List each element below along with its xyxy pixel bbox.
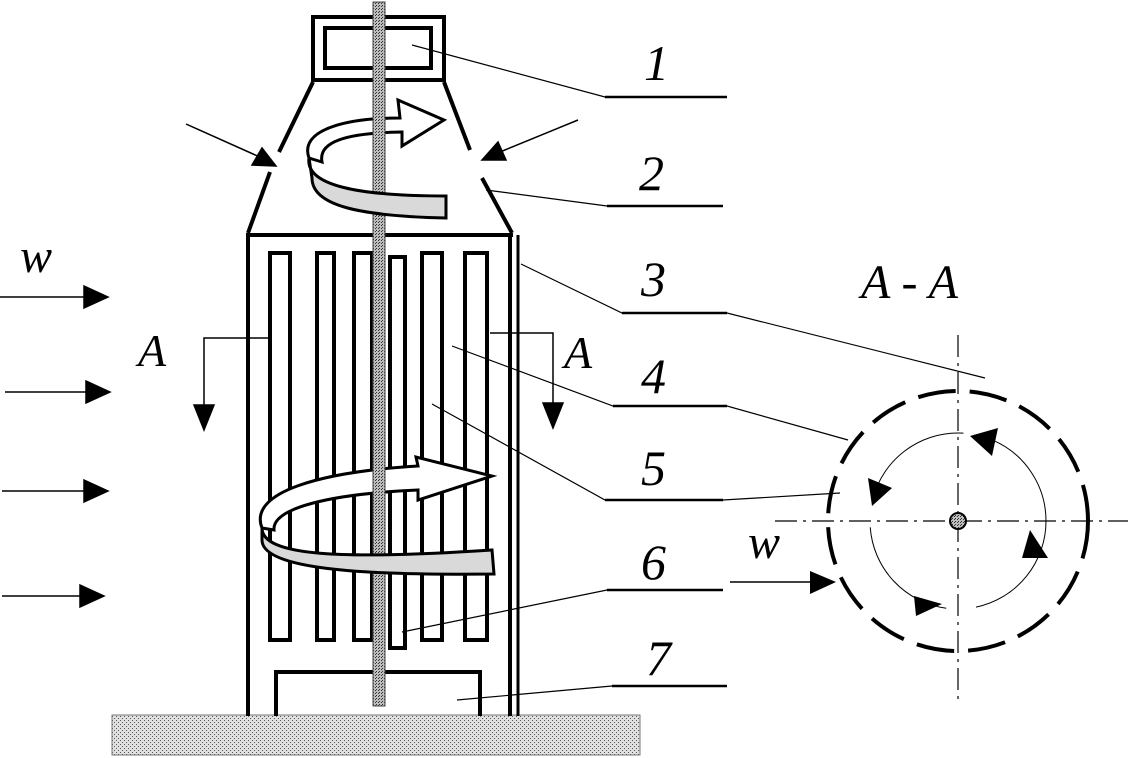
inlet-arrows-top [185, 119, 579, 167]
lower-swirl-arrow-back [258, 454, 498, 532]
upper-diffuser-walls [246, 81, 514, 234]
leader-lines [401, 44, 986, 701]
section-mark-left: A [135, 325, 167, 376]
label-part-7: 7 [646, 630, 673, 686]
section-title: A - A [858, 256, 959, 309]
section-center-hub [949, 512, 967, 530]
louver-slots [268, 251, 489, 650]
label-part-6: 6 [641, 534, 666, 590]
lower-swirl-arrow-front [260, 527, 496, 576]
label-part-2: 2 [639, 145, 664, 201]
rotation-arrow-2 [868, 478, 892, 506]
section-outer-ring [826, 389, 1090, 653]
upper-swirl-arrow-front [307, 157, 448, 220]
wind-label-left: w [20, 230, 52, 283]
wind-arrows-left [0, 284, 112, 609]
section-marks [192, 332, 565, 433]
central-shaft [372, 1, 386, 707]
label-underlines [605, 95, 727, 688]
rotation-arrow-4 [1022, 530, 1048, 558]
rotation-arrow-1 [970, 428, 998, 456]
label-part-4: 4 [641, 348, 666, 404]
section-view [730, 335, 1128, 700]
label-part-3: 3 [640, 251, 666, 307]
ground-base [111, 714, 641, 756]
label-part-1: 1 [644, 35, 669, 91]
section-wind-arrowhead [810, 571, 836, 594]
wind-label-section: w [748, 516, 780, 569]
section-mark-right: A [561, 327, 593, 378]
label-part-5: 5 [641, 440, 666, 496]
section-inner-flow [869, 432, 1047, 610]
rotation-arrow-3 [914, 596, 942, 616]
